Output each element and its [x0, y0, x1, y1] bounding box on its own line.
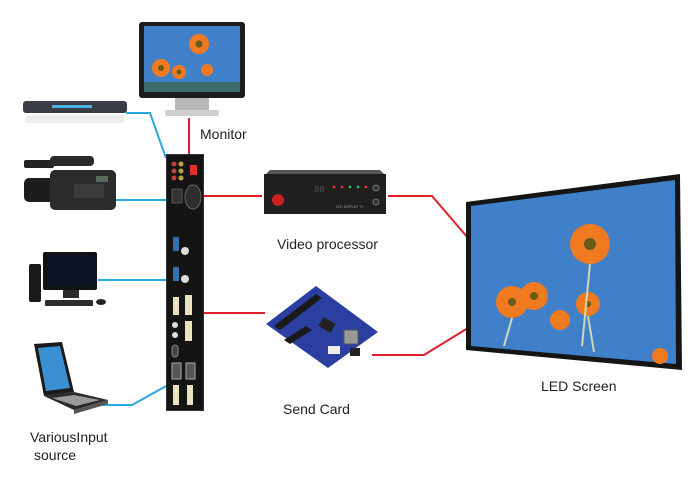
inputs-label-line2: source [34, 447, 77, 463]
link-dvd-to-switcher [126, 112, 167, 159]
monitor-label: Monitor [200, 126, 247, 142]
processor-panel-text: LED DISPLAY TX [336, 205, 364, 209]
led-screen-label: LED Screen [541, 378, 617, 394]
laptop-icon [34, 342, 108, 414]
svg-text:88: 88 [314, 185, 325, 195]
monitor-icon [139, 22, 245, 116]
video-processor-device: 88 LED DISPLAY TX [262, 170, 388, 218]
inputs-label: VariousInput source [30, 428, 108, 464]
desktop-pc-device [27, 250, 109, 316]
video-processor-label: Video processor [277, 236, 378, 252]
link-sendcard-to-screen [372, 327, 469, 356]
dvd-player-icon [23, 101, 127, 123]
send-card-icon [266, 286, 378, 368]
send-card-label: Send Card [283, 401, 350, 417]
link-laptop-to-switcher [102, 384, 169, 406]
desktop-pc-icon [29, 252, 106, 306]
send-card-device [262, 280, 382, 370]
video-processor-icon: 88 LED DISPLAY TX [264, 170, 386, 214]
laptop-device [30, 340, 110, 416]
monitor-device [137, 20, 247, 120]
link-processor-to-screen [388, 195, 469, 239]
led-screen-icon [466, 174, 682, 370]
video-switcher-device [166, 154, 204, 411]
camcorder-device [18, 154, 116, 220]
dvd-player-device [22, 99, 128, 127]
led-screen-device [464, 170, 684, 372]
inputs-label-line1: VariousInput [30, 429, 108, 445]
camcorder-icon [24, 156, 116, 210]
video-switcher-icon [171, 161, 202, 405]
